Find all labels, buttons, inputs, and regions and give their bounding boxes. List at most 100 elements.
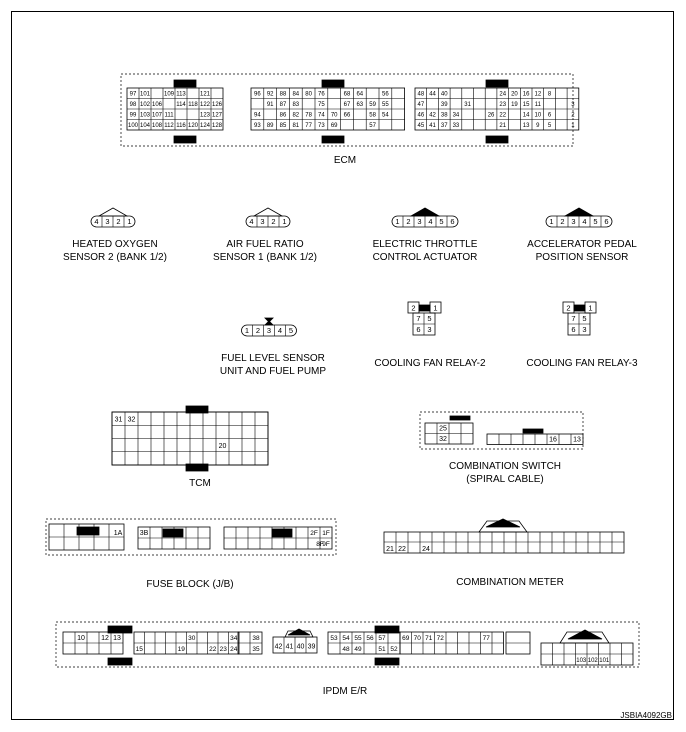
relay3-connector-cell — [584, 301, 597, 314]
ecm-block-b-pin: 57 — [369, 123, 376, 129]
ecm-block-a-pin: 121 — [200, 92, 211, 98]
ecm-block-c-pin: 15 — [523, 102, 530, 108]
relay2-connector-cell — [429, 301, 442, 314]
meter-hood — [478, 520, 528, 533]
fuse-outline — [45, 518, 337, 556]
ipdm-conn-d-pin: 40 — [297, 644, 305, 651]
ecm-block-c-pin: 22 — [499, 113, 506, 119]
fuel-connector-pin: 4 — [278, 326, 282, 335]
apps-connector-hood — [563, 207, 595, 217]
combsw-block-b-pin: 13 — [573, 437, 581, 444]
ipdm-hood-g-mark — [567, 629, 603, 640]
ecm-block-c-pin: 31 — [464, 102, 471, 108]
combsw-block-a-pin: 32 — [439, 436, 447, 443]
ecm-block-b-pin: 84 — [292, 92, 299, 98]
ipdm-conn-f-pin: 69 — [402, 635, 410, 642]
ecm-block-b-pin: 58 — [369, 113, 376, 119]
ecm-block-c-pin: 26 — [488, 113, 495, 119]
ecm-block-b-pin: 75 — [318, 102, 325, 108]
ecm-block-a-pin: 116 — [176, 123, 186, 129]
ipdm-conn-e-pin: 51 — [378, 646, 386, 653]
fuse-pin: 1A — [114, 530, 123, 537]
ecm-block-b-pin: 82 — [292, 113, 299, 119]
meter-pin: 22 — [398, 546, 406, 553]
ipdm-conn-b-pin: 23 — [220, 646, 228, 653]
ecm-block-b-pin: 55 — [382, 102, 389, 108]
ecm-block-b-pin: 86 — [280, 113, 287, 119]
tcm-label: TCM — [189, 478, 211, 489]
relay3-connector-pin: 1 — [588, 304, 592, 313]
ecm-block-a-pin: 120 — [188, 123, 199, 129]
ecm-block-b-pin: 96 — [254, 92, 261, 98]
ecm-block-b-pin: 64 — [356, 92, 363, 98]
relay3-connector-grid-pin: 6 — [571, 325, 575, 334]
ecm-block-a-pin: 111 — [164, 113, 174, 119]
ecm-block-c-pin: 46 — [418, 113, 425, 119]
ecm-block-b-pin: 59 — [369, 102, 376, 108]
ecm-block-c-pin: 39 — [441, 102, 448, 108]
ecm-block-c-pin: 44 — [429, 92, 436, 98]
relay2-connector-grid-pin: 6 — [416, 325, 420, 334]
ecm-block-b-pin: 81 — [292, 123, 299, 129]
apps-label: ACCELERATOR PEDAL POSITION SENSOR — [527, 239, 637, 263]
ipdm-conn-g-pin: 102 — [588, 658, 599, 664]
ecm-block-b-pin: 89 — [267, 123, 274, 129]
ecm-block-c-pin: 2 — [571, 113, 575, 119]
ipdm-conn-f-pin: 77 — [483, 635, 491, 642]
apps-connector-pin: 2 — [560, 217, 564, 226]
ecm-lock-tab — [173, 79, 197, 88]
ecm-block-c-pin: 37 — [441, 123, 448, 129]
apps-connector-pin: 5 — [593, 217, 597, 226]
ecm-block-c-pin: 12 — [535, 92, 542, 98]
ipdm-conn-b-pin: 24 — [230, 646, 238, 653]
ecm-block-b-pin: 93 — [254, 123, 261, 129]
ecm-block-c-pin: 38 — [441, 113, 448, 119]
ecm-block-a-pin: 113 — [176, 92, 186, 98]
ipdm-hood-g — [559, 631, 610, 644]
ecm-block-a-pin: 123 — [200, 113, 211, 119]
etc-connector-pin: 2 — [406, 217, 410, 226]
ecm-block-b-pin: 87 — [280, 102, 287, 108]
ecm-block-c-pin: 21 — [499, 123, 506, 129]
ecm-block-c-pin: 19 — [511, 102, 518, 108]
apps-connector-pin: 3 — [571, 217, 575, 226]
ipdm-conn-b-pin: 34 — [230, 635, 238, 642]
relay3-connector-grid-pin: 7 — [571, 314, 575, 323]
ipdm-conn-g-pin: 101 — [599, 658, 610, 664]
ipdm-conn-a-pin: 13 — [113, 635, 121, 642]
fuel-lock-mark — [264, 317, 274, 323]
ipdm-conn-g-pin: 103 — [576, 658, 587, 664]
ecm-block-a-pin: 124 — [200, 123, 211, 129]
ecm-block-a-pin: 102 — [140, 102, 151, 108]
ecm-block-b-pin: 73 — [318, 123, 325, 129]
ecm-block-c-pin: 11 — [535, 102, 542, 108]
ecm-block-a-pin: 114 — [176, 102, 186, 108]
combsw-block-b-pin: 16 — [549, 437, 557, 444]
relay3-connector-grid-pin: 3 — [582, 325, 586, 334]
ecm-block-b-pin: 69 — [331, 123, 338, 129]
meter-label: COMBINATION METER — [456, 577, 564, 588]
ecm-block-c-pin: 13 — [523, 123, 530, 129]
fuse-lock-c — [271, 528, 293, 538]
combsw-lock-a — [449, 415, 471, 421]
ho2s2-label: HEATED OXYGEN SENSOR 2 (BANK 1/2) — [63, 239, 167, 263]
ecm-lock-tab — [173, 135, 197, 144]
ecm-block-a-pin: 106 — [152, 102, 163, 108]
ecm-block-c-pin: 42 — [429, 113, 436, 119]
afr-connector-pin: 4 — [249, 217, 253, 226]
combsw-lock-b — [522, 428, 544, 434]
ecm-block-c-pin: 20 — [511, 92, 518, 98]
ecm-block-b-pin: 76 — [318, 92, 325, 98]
combsw-label: COMBINATION SWITCH (SPIRAL CABLE) — [448, 461, 562, 485]
fuel-connector-pin: 1 — [245, 326, 249, 335]
ipdm-lock-e — [374, 625, 400, 634]
ho2s2-connector-pin: 1 — [127, 217, 131, 226]
ho2s2-connector-pin: 2 — [116, 217, 120, 226]
ipdm-conn-b-pin: 30 — [188, 635, 196, 642]
ipdm-conn-e-pin: 56 — [366, 635, 374, 642]
ecm-block-b-pin: 70 — [331, 113, 338, 119]
ipdm-conn-c-pin: 38 — [252, 635, 260, 642]
relay2-connector-grid-pin: 3 — [427, 325, 431, 334]
etc-connector-pin: 1 — [395, 217, 399, 226]
ecm-block-a-pin: 128 — [212, 123, 223, 129]
